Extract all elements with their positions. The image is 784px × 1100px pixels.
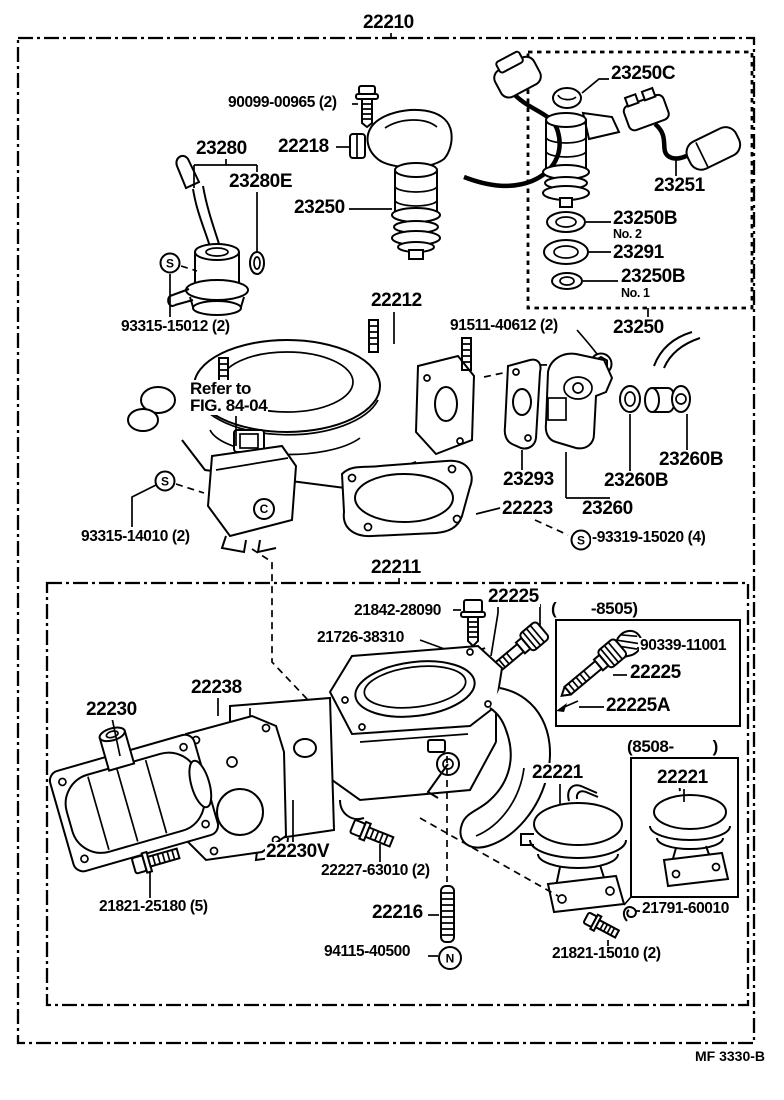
part-label-23280: 23280 xyxy=(195,138,248,159)
part-label-91511: 91511-40612 (2) xyxy=(449,317,559,335)
part-label-23250B-no1: 23250B xyxy=(620,266,687,287)
flange-23293 xyxy=(503,358,542,470)
range-label-post8508: (8508- ) xyxy=(626,737,719,756)
part-label-90339: 90339-11001 xyxy=(639,637,728,655)
washer-23250B-no1 xyxy=(551,272,618,290)
part-label-22218: 22218 xyxy=(277,136,330,157)
plug-23260B xyxy=(644,331,701,450)
washer-23250B-no2 xyxy=(546,211,611,233)
injector-kit-box xyxy=(526,50,754,310)
part-label-21821-15010: 21821-15010 (2) xyxy=(551,945,662,963)
leader-22230 xyxy=(111,717,121,757)
part-label-23250B-no2: 23250B xyxy=(612,208,679,229)
dashed-relation-valve xyxy=(251,548,309,701)
part-label-23260: 23260 xyxy=(581,498,634,519)
sensor-23260 xyxy=(544,352,614,499)
part-label-22221-early: 22221 xyxy=(531,762,584,783)
part-label-93315-15012: 93315-15012 (2) xyxy=(120,318,231,336)
connector-wire-23251 xyxy=(622,86,742,176)
part-label-22223: 22223 xyxy=(501,498,554,519)
washer-23260B xyxy=(619,385,641,471)
circled-c-icon: C xyxy=(260,502,269,516)
part-label-22211: 22211 xyxy=(370,557,422,578)
part-label-23291: 23291 xyxy=(612,242,665,263)
part-label-90099: 90099-00965 (2) xyxy=(227,94,338,112)
part-label-22225-main: 22225 xyxy=(487,586,540,607)
screw-22225-kit xyxy=(560,638,628,697)
part-label-22221-late: 22221 xyxy=(656,767,709,788)
throttle-body-22212 xyxy=(127,312,476,490)
part-label-21791: 21791-60010 xyxy=(641,900,730,918)
part-label-94115: 94115-40500 xyxy=(323,943,412,961)
part-label-22230V: 22230V xyxy=(265,841,331,862)
ring-23280E xyxy=(249,251,265,275)
bolt-22227 xyxy=(349,819,395,862)
post-8508-box xyxy=(630,757,739,898)
cable-connector xyxy=(463,50,562,189)
injector-23250-main xyxy=(349,162,441,260)
part-label-23250-injector: 23250 xyxy=(293,197,346,218)
grommet-23250C xyxy=(552,78,609,109)
egr-valve-22221 xyxy=(520,784,627,914)
part-label-22238: 22238 xyxy=(190,677,243,698)
screw-symbol-93315-14010: S xyxy=(131,470,205,527)
screw-symbol-93319: S xyxy=(534,519,592,551)
throttle-body-22211 xyxy=(328,644,551,849)
part-label-22210: 22210 xyxy=(362,12,415,33)
part-label-22225-kit: 22225 xyxy=(629,662,682,683)
part-label-22225A: 22225A xyxy=(605,695,672,716)
part-label-21726: 21726-38310 xyxy=(316,629,405,647)
part-label-93319: -93319-15020 (4) xyxy=(591,529,707,547)
part-label-no2: No. 2 xyxy=(612,227,643,241)
gasket-22223 xyxy=(340,459,501,538)
part-label-23280E: 23280E xyxy=(228,171,294,192)
part-label-21842: 21842-28090 xyxy=(353,602,442,620)
bolt-21821-15010 xyxy=(582,911,621,946)
lower-assembly-box xyxy=(45,581,750,1007)
pin-22225A xyxy=(556,700,604,712)
circled-s-icon: S xyxy=(577,534,585,548)
part-label-23251: 23251 xyxy=(653,175,706,196)
clamp-21791 xyxy=(622,896,640,922)
part-label-93315-14010: 93315-14010 (2) xyxy=(80,528,191,546)
part-label-22227: 22227-63010 (2) xyxy=(320,862,431,880)
idle-screw-21842 xyxy=(453,599,486,648)
dashed-relation-egr xyxy=(419,817,559,897)
air-chamber-22230 xyxy=(48,726,220,873)
part-label-23260B-b: 23260B xyxy=(603,470,670,491)
part-label-23250C: 23250C xyxy=(610,63,677,84)
range-label-pre8505: ( -8505) xyxy=(550,599,639,618)
washer-23291 xyxy=(543,239,611,265)
pre-8505-box xyxy=(555,619,741,727)
injector-23250-kit xyxy=(542,111,621,208)
part-label-22216: 22216 xyxy=(371,902,424,923)
outer-border xyxy=(16,36,756,1045)
footer-code: MF 3330-B xyxy=(694,1048,767,1064)
part-label-22212: 22212 xyxy=(370,290,423,311)
egr-valve-22221-late xyxy=(649,777,731,888)
part-label-22230: 22230 xyxy=(85,699,138,720)
cold-start-injector-23280 xyxy=(167,155,265,316)
note-refer-line2: FIG. 84-04 xyxy=(189,396,269,415)
part-label-23293: 23293 xyxy=(502,469,555,490)
bolt-21821-25180 xyxy=(131,847,181,898)
aux-air-valve: C xyxy=(206,416,298,554)
boot-22218 xyxy=(336,108,453,169)
part-label-no1: No. 1 xyxy=(620,286,651,300)
part-label-23250-kit: 23250 xyxy=(612,317,665,338)
circled-n-icon: N xyxy=(446,952,455,966)
part-label-23260B-a: 23260B xyxy=(658,449,725,470)
note-refer-line1: Refer to xyxy=(189,379,253,398)
nut-94115: N xyxy=(428,946,462,970)
circled-s-icon: S xyxy=(166,257,174,271)
screw-symbol-93315-15012: S xyxy=(159,252,198,317)
part-label-21821-25180: 21821-25180 (5) xyxy=(98,898,209,916)
circled-s-icon: S xyxy=(161,475,169,489)
stud-22216 xyxy=(428,756,455,943)
bolt-90099 xyxy=(352,85,379,129)
